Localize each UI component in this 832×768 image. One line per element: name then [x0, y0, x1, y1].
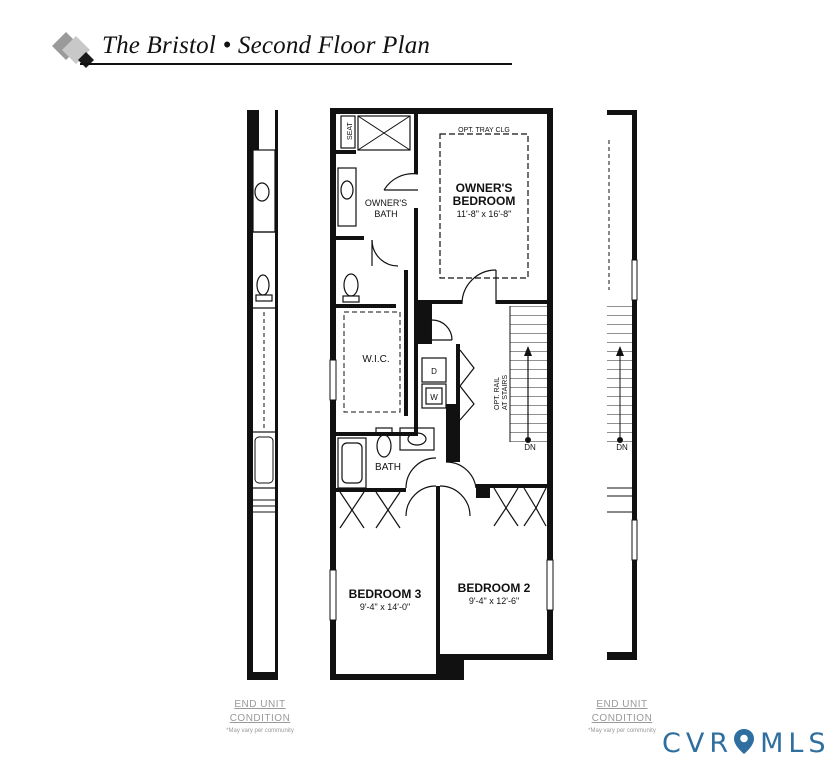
bedroom2-name: BEDROOM 2: [458, 581, 531, 595]
owners-bedroom-name-1: OWNER'S: [456, 181, 513, 195]
end-unit-line1: END UNIT: [596, 699, 648, 710]
cvr-mls-logo: CVR MLS: [662, 728, 831, 759]
plan-title-block: The Bristol • Second Floor Plan: [50, 28, 520, 72]
main-unit-walls: [329, 108, 554, 680]
opt-rail-label-2: AT STAIRS: [502, 375, 509, 410]
bedroom3-dims: 9'-4" x 14'-0": [360, 602, 410, 612]
bedroom3-name: BEDROOM 3: [349, 587, 422, 601]
owners-bath-name-2: BATH: [374, 209, 397, 219]
left-end-unit-strip: [247, 110, 278, 680]
seat-label: SEAT: [347, 122, 354, 140]
end-unit-note-right: END UNIT CONDITION *May vary per communi…: [572, 698, 672, 736]
owners-bedroom-dims: 11'-8" x 16'-8": [457, 209, 512, 219]
owners-bath-name-1: OWNER'S: [365, 198, 407, 208]
right-end-unit-strip: [607, 110, 638, 660]
location-pin-icon: [733, 728, 755, 755]
end-unit-line2: CONDITION: [229, 713, 291, 724]
linen-label: LINEN: [423, 315, 430, 336]
brand-text-after: MLS: [760, 728, 831, 759]
end-unit-line2: CONDITION: [591, 713, 653, 724]
opt-tray-clg-label: OPT. TRAY CLG: [458, 127, 510, 134]
end-unit-note: *May vary per community: [588, 728, 656, 734]
bedroom2-dims: 9'-4" x 12'-6": [469, 596, 519, 606]
owners-bedroom-name-2: BEDROOM: [453, 194, 516, 208]
dryer-label: D: [431, 367, 437, 376]
title-underline: [80, 63, 512, 65]
main-unit-fixtures: [337, 115, 547, 529]
end-stairs-dn-label: DN: [616, 443, 628, 452]
brand-text-before: CVR: [662, 728, 734, 759]
stairs-dn-label: DN: [524, 443, 536, 452]
opt-rail-label-1: OPT. RAIL: [494, 377, 501, 410]
end-unit-note-left: END UNIT CONDITION *May vary per communi…: [210, 698, 310, 736]
end-unit-line1: END UNIT: [234, 699, 286, 710]
end-unit-note: *May vary per community: [226, 728, 294, 734]
page-title: The Bristol • Second Floor Plan: [102, 32, 431, 59]
wic-label: W.I.C.: [362, 354, 389, 365]
washer-label: W: [430, 393, 438, 402]
bath-label: BATH: [375, 462, 401, 473]
